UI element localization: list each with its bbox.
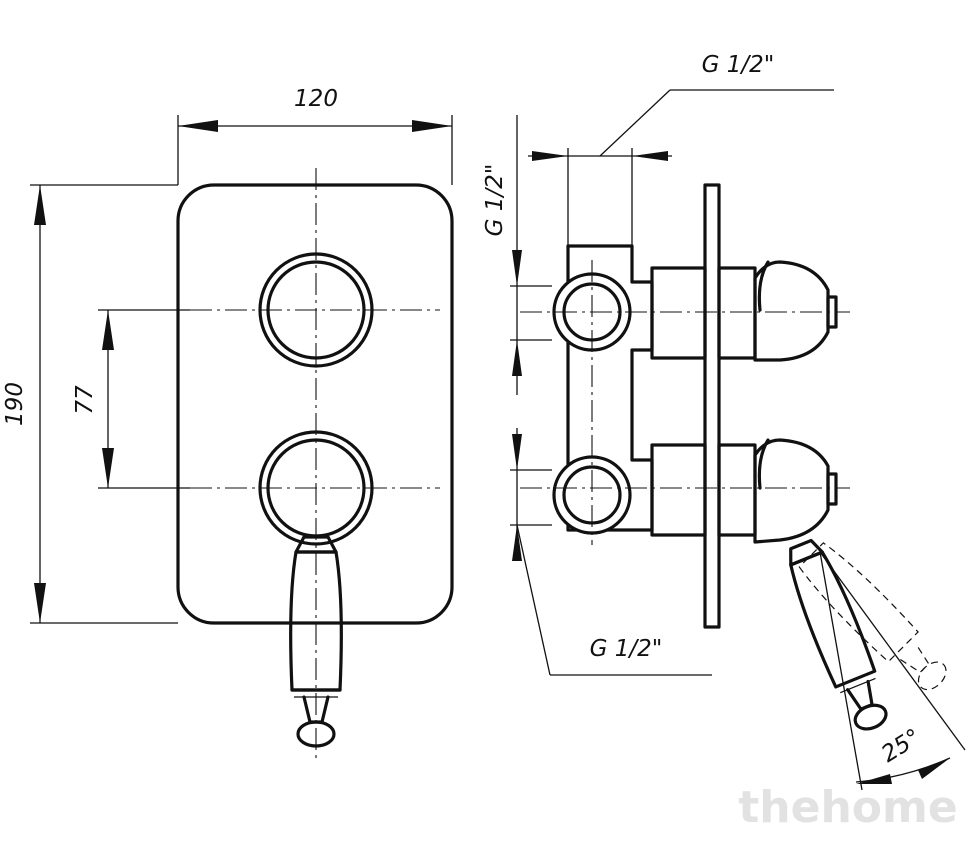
dimension-width: 120 [177, 86, 453, 185]
dimension-height-label: 190 [2, 382, 28, 426]
side-cover-plate [703, 183, 721, 629]
watermark-logo: thehome [738, 782, 957, 833]
front-view: 120 190 77 [2, 86, 454, 760]
upper-cartridge [650, 260, 838, 362]
dimension-height: 190 [2, 184, 178, 624]
dimension-thread-side: G 1/2" [482, 115, 552, 395]
dimension-thread-bottom-label: G 1/2" [590, 636, 663, 662]
dimension-thread-bottom: G 1/2" [510, 428, 712, 676]
dimension-thread-side-label: G 1/2" [482, 164, 508, 237]
side-lever-handle [789, 538, 888, 731]
cover-plate [176, 183, 454, 625]
handle-rotated-outline [798, 542, 947, 691]
lower-cartridge [650, 438, 838, 544]
valve-body [566, 244, 654, 532]
side-view: G 1/2" G 1/2" G 1/2" [482, 52, 966, 791]
dimension-spacing-label: 77 [72, 385, 98, 415]
dimension-angle-label: 25° [877, 724, 925, 768]
dimension-width-label: 120 [294, 86, 338, 112]
dimension-spacing: 77 [72, 309, 190, 489]
dimension-thread-top-label: G 1/2" [702, 52, 775, 78]
dimension-thread-top: G 1/2" [528, 52, 834, 246]
